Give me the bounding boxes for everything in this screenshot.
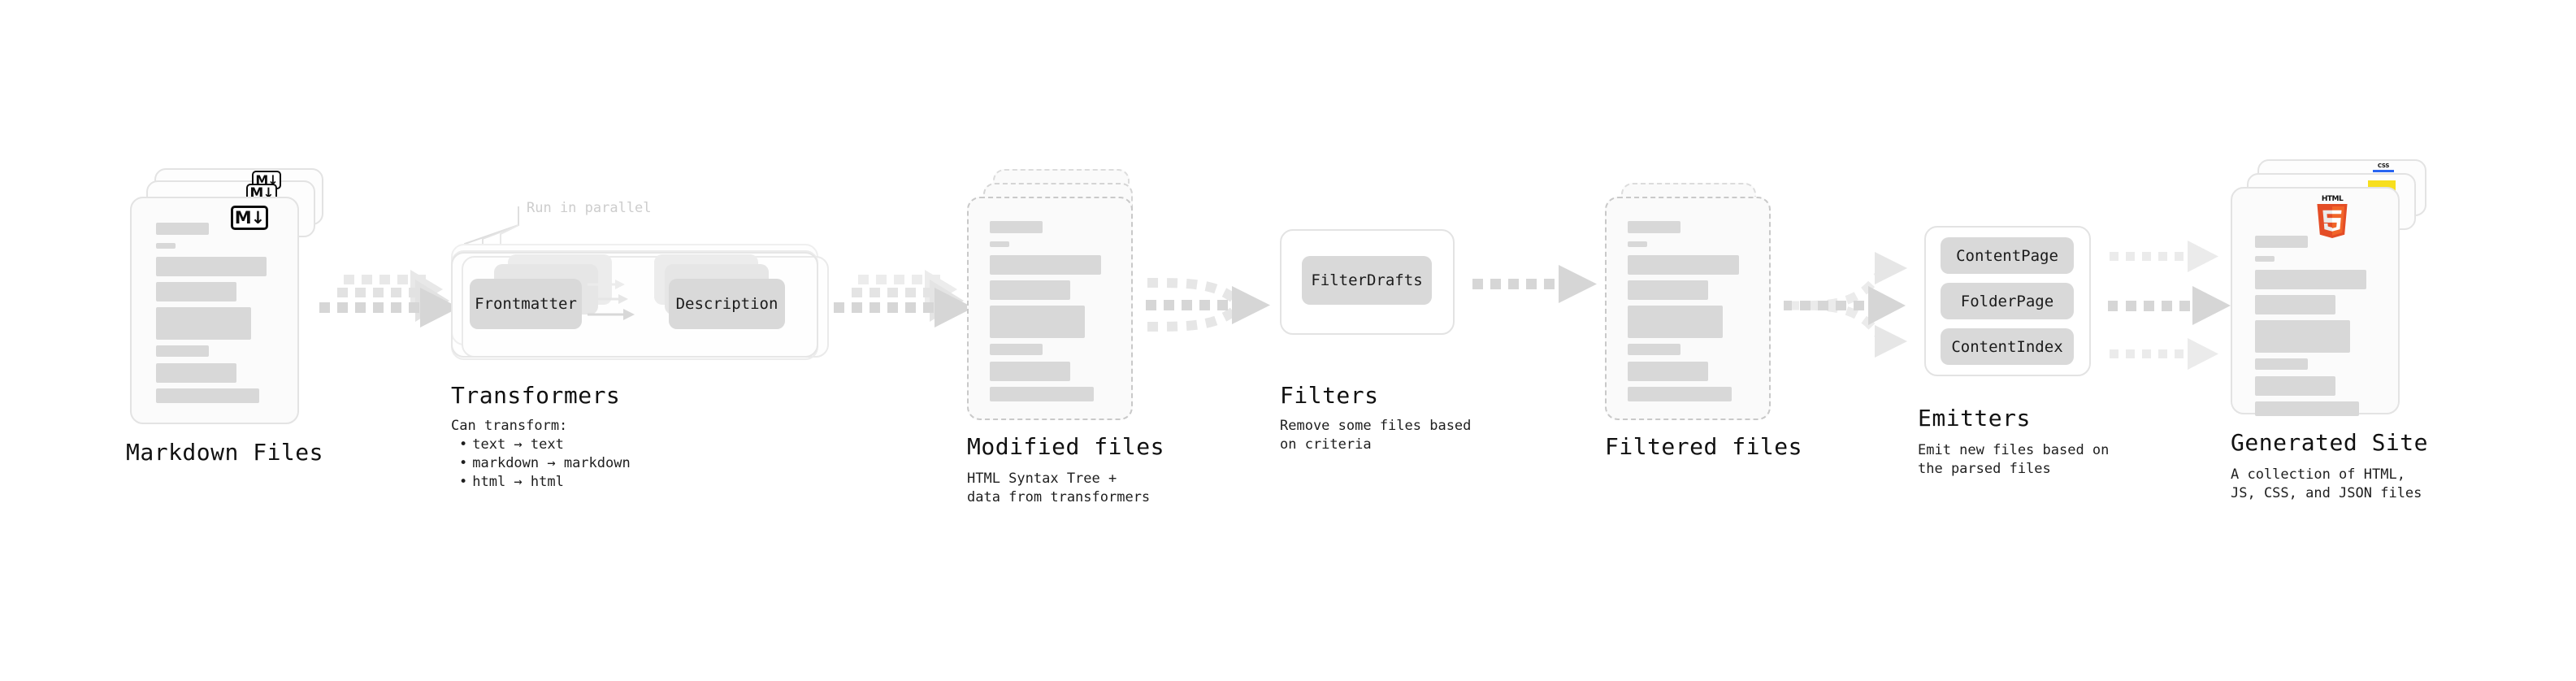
skeleton-bar [1628,241,1647,247]
transformer-pill-frontmatter[interactable]: Frontmatter [470,279,582,329]
css3-badge: CSS [2373,163,2394,174]
desc-line: Emit new files based on [1918,442,2110,458]
skeleton-bar [990,221,1043,233]
skeleton-bar [2255,358,2308,370]
transformer-inner-arrows [588,280,635,320]
filter-pill-filterdrafts[interactable]: FilterDrafts [1302,256,1432,305]
skeleton-bar [156,363,236,383]
stage-desc-generated-site: A collection of HTML, JS, CSS, and JSON … [2231,466,2422,503]
skeleton-bar [2255,256,2275,262]
skeleton-bar [990,241,1009,247]
connector-emitters-to-site [2108,241,2231,370]
transformers-group-main [451,252,818,358]
markdown-card-front [130,197,299,424]
list-item: •text → text [459,436,631,454]
skeleton-bar [156,282,236,301]
emitter-pill-contentpage[interactable]: ContentPage [1941,237,2074,274]
stage-desc-transformers: Can transform: [451,418,568,434]
connector-modified-to-filters [1146,278,1270,332]
desc-line: A collection of HTML, [2231,466,2405,483]
bullet-text: markdown → markdown [472,455,631,471]
html5-shield-icon [2317,204,2348,238]
modified-card-front [967,197,1133,420]
stage-title-filtered-files: Filtered files [1605,433,1803,460]
html5-logo: HTML [2315,195,2349,238]
stage-title-filters: Filters [1280,382,1379,409]
bullet-dot: • [459,474,468,490]
connector-transformers-to-modified [834,270,974,327]
bullet-dot: • [459,455,468,471]
skeleton-bar [156,223,209,235]
emitter-pill-folderpage[interactable]: FolderPage [1941,283,2074,319]
connector-filtered-to-emitters [1784,252,1907,358]
skeleton-bar [990,306,1085,338]
skeleton-bar [1628,280,1708,300]
skeleton-bar [1628,255,1739,275]
skeleton-bar [2255,270,2366,289]
skeleton-bar [2255,236,2308,248]
skeleton-bar [1628,387,1732,401]
skeleton-bar [156,307,251,340]
bullet-text: text → text [472,436,564,453]
desc-line: on criteria [1280,436,1372,453]
skeleton-bar [2255,295,2335,314]
connector-markdown-to-transformers [319,270,459,327]
stage-desc-filters: Remove some files based on criteria [1280,417,1471,454]
html5-wordmark: HTML [2321,195,2344,203]
skeleton-bar [2255,401,2359,416]
desc-line: Remove some files based [1280,418,1472,434]
annotation-run-in-parallel: Run in parallel [527,200,652,216]
stage-desc-modified-files: HTML Syntax Tree + data from transformer… [967,470,1150,507]
skeleton-bar [1628,306,1723,338]
bullet-dot: • [459,436,468,453]
skeleton-bar [990,362,1070,381]
desc-line: HTML Syntax Tree + [967,471,1117,487]
skeleton-bar [156,257,267,276]
skeleton-bar [990,280,1070,300]
markdown-logo-icon: M↓ [231,206,268,230]
emitter-pill-contentindex[interactable]: ContentIndex [1941,328,2074,365]
skeleton-bar [1628,221,1680,233]
stage-title-emitters: Emitters [1918,405,2031,432]
skeleton-bar [1628,362,1708,381]
bullet-text: html → html [472,474,564,490]
skeleton-bar [990,344,1043,355]
skeleton-bar [156,345,209,357]
stage-desc-emitters: Emit new files based on the parsed files [1918,441,2109,479]
stage-title-modified-files: Modified files [967,433,1165,460]
css-badge-label: CSS [2377,163,2390,169]
desc-line: data from transformers [967,489,1151,505]
desc-line: the parsed files [1918,461,2051,477]
site-card-front [2231,187,2400,416]
skeleton-bar [2255,376,2335,396]
skeleton-bar [1628,344,1680,355]
filtered-card-front [1605,197,1771,420]
skeleton-bar [990,255,1101,275]
list-item: •markdown → markdown [459,454,631,473]
stage-title-generated-site: Generated Site [2231,429,2429,456]
skeleton-bar [990,387,1094,401]
transformers-bullet-list: •text → text •markdown → markdown •html … [459,436,631,492]
desc-line: JS, CSS, and JSON files [2231,485,2422,501]
skeleton-bar [2255,320,2350,353]
transformer-pill-description[interactable]: Description [669,279,785,329]
list-item: •html → html [459,473,631,492]
css-badge-bar [2373,170,2394,172]
stage-title-markdown-files: Markdown Files [126,439,324,466]
connector-filters-to-filtered [1472,265,1597,303]
skeleton-bar [156,243,176,249]
skeleton-bar [156,388,259,403]
stage-title-transformers: Transformers [451,382,621,409]
